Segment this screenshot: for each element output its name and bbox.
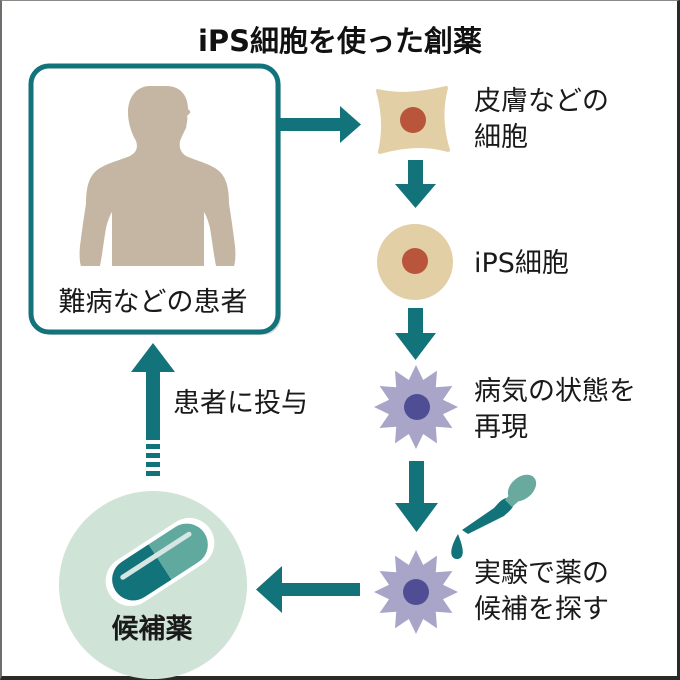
candidate-drug-label: 候補薬 — [111, 614, 193, 645]
dropper-icon — [451, 474, 537, 559]
disease-cell-icon — [374, 365, 458, 449]
arrow-down-3 — [395, 461, 438, 532]
step-label-disease-model: 病気の状態を 再現 — [474, 376, 636, 443]
arrow-right-to-cells — [278, 106, 361, 143]
arrow-up-to-patient — [131, 343, 175, 476]
step-label-drug-screening: 実験で薬の 候補を探す — [474, 558, 609, 625]
skin-cell-icon — [376, 86, 450, 154]
human-silhouette-icon — [79, 86, 236, 266]
arrow-left-to-candidate — [256, 566, 360, 613]
patient-label: 難病などの患者 — [58, 287, 248, 318]
administer-label: 患者に投与 — [173, 388, 308, 419]
ips-cell-icon — [377, 224, 453, 300]
arrow-down-1 — [395, 160, 436, 208]
diagram-title: iPS細胞を使った創薬 — [197, 24, 483, 58]
capsule-icon — [105, 517, 215, 607]
experiment-cell-icon — [374, 550, 458, 634]
arrow-down-2 — [395, 308, 436, 360]
step-label-ips-cell: iPS細胞 — [474, 248, 569, 279]
step-label-skin-cell: 皮膚などの 細胞 — [474, 86, 609, 153]
